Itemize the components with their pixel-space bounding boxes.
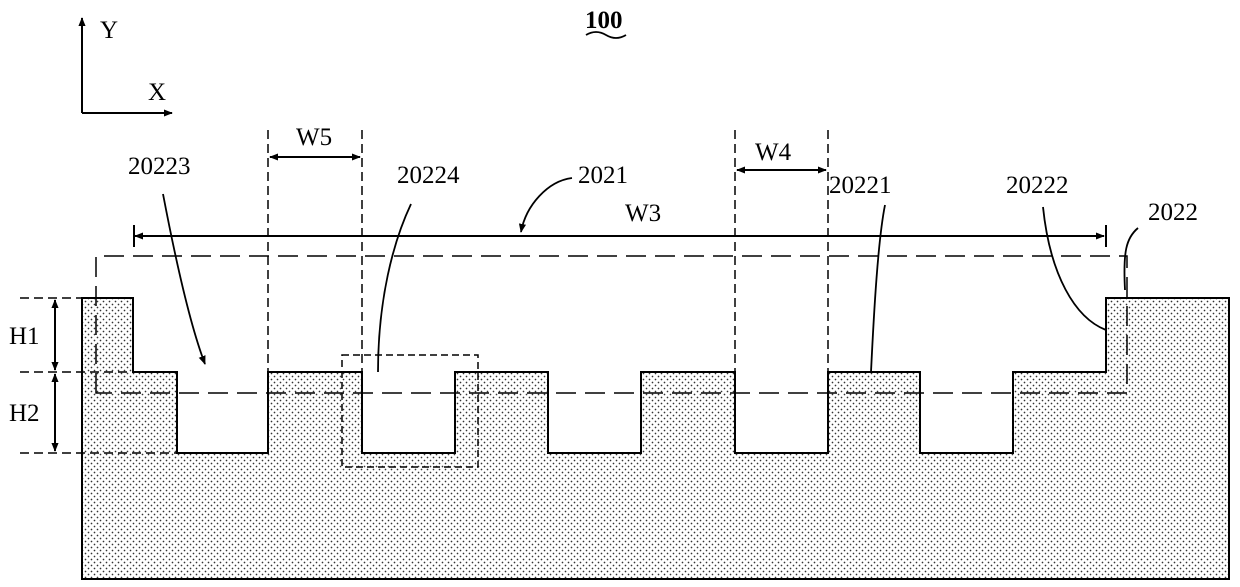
leader-20224 <box>378 204 411 372</box>
label-2022: 2022 <box>1148 199 1198 226</box>
label-h2: H2 <box>9 400 40 427</box>
leader-2021 <box>521 178 572 232</box>
label-w4: W4 <box>755 139 792 166</box>
dimension-arrows <box>55 157 1106 451</box>
label-h1: H1 <box>9 323 40 350</box>
leader-20221 <box>871 205 885 372</box>
substrate-body <box>82 298 1229 579</box>
leader-20222 <box>1043 207 1106 330</box>
y-axis-label: Y <box>100 17 118 44</box>
label-20221: 20221 <box>829 172 892 199</box>
x-axis-label: X <box>148 79 166 106</box>
label-20222: 20222 <box>1006 172 1069 199</box>
label-2021: 2021 <box>578 162 628 189</box>
figure-number: 100 <box>585 7 623 34</box>
region-2021-outline <box>96 256 1127 393</box>
label-w5: W5 <box>296 124 332 151</box>
label-20224: 20224 <box>397 162 460 189</box>
leader-20223 <box>163 194 205 364</box>
width-guides <box>268 130 828 372</box>
label-w3: W3 <box>625 200 661 227</box>
label-20223: 20223 <box>128 153 191 180</box>
